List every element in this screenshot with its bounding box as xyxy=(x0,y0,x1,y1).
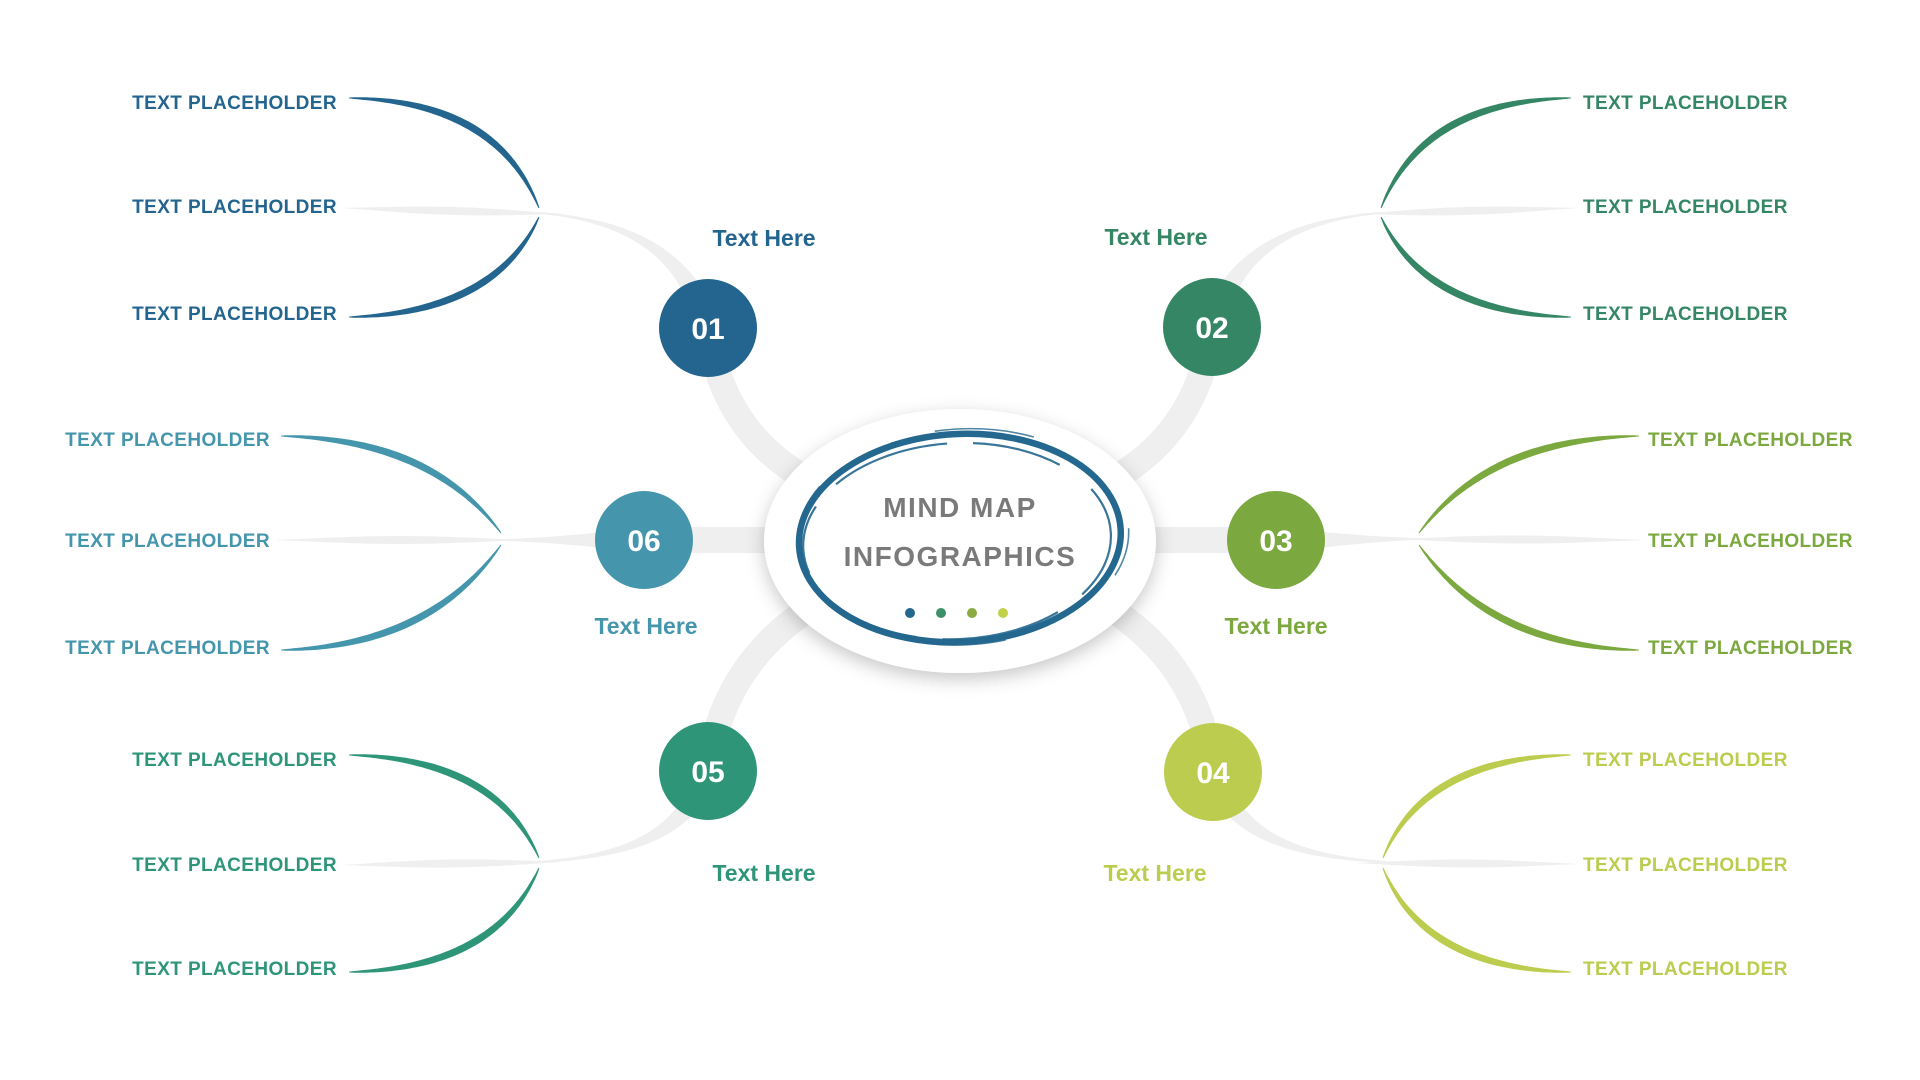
node-number-02: 02 xyxy=(1195,312,1228,345)
center-dots xyxy=(905,608,1008,618)
center-dot-2 xyxy=(936,608,946,618)
middle-branch-01 xyxy=(345,206,562,216)
node-label-05: Text Here xyxy=(712,860,815,886)
node-number-06: 06 xyxy=(627,525,660,558)
node-number-04: 04 xyxy=(1196,757,1230,790)
branch-06-top xyxy=(281,435,502,534)
branch-01-top xyxy=(349,97,540,209)
branch-04-top xyxy=(1382,754,1571,859)
node-circle-05 xyxy=(659,722,757,820)
placeholder-03-3: TEXT PLACEHOLDER xyxy=(1648,638,1853,659)
placeholder-06-3: TEXT PLACEHOLDER xyxy=(65,638,270,659)
branch-03-bottom xyxy=(1418,544,1639,651)
placeholder-04-1: TEXT PLACEHOLDER xyxy=(1583,750,1788,771)
placeholder-02-1: TEXT PLACEHOLDER xyxy=(1583,93,1788,114)
node-number-05: 05 xyxy=(691,756,724,789)
node-number-01: 01 xyxy=(691,313,724,346)
center-title-line2: INFOGRAPHICS xyxy=(844,541,1077,572)
node-label-02: Text Here xyxy=(1104,224,1207,250)
placeholder-03-1: TEXT PLACEHOLDER xyxy=(1648,430,1853,451)
branch-layer xyxy=(281,97,1639,973)
branch-06-bottom xyxy=(281,544,502,651)
placeholder-05-1: TEXT PLACEHOLDER xyxy=(132,750,337,771)
middle-branch-04 xyxy=(1358,859,1575,868)
branch-05-top xyxy=(349,754,540,859)
center-dot-3 xyxy=(967,608,977,618)
node-circle-06 xyxy=(595,491,693,589)
center-dot-1 xyxy=(905,608,915,618)
node-label-06: Text Here xyxy=(594,613,697,639)
placeholder-03-2: TEXT PLACEHOLDER xyxy=(1648,531,1853,552)
center-ellipse xyxy=(764,409,1156,673)
branch-02-bottom xyxy=(1380,216,1571,318)
nodes-layer: 01 02 03 04 05 06 xyxy=(595,278,1325,821)
node-circle-03 xyxy=(1227,491,1325,589)
placeholder-02-3: TEXT PLACEHOLDER xyxy=(1583,304,1788,325)
placeholder-04-2: TEXT PLACEHOLDER xyxy=(1583,855,1788,876)
node-label-01: Text Here xyxy=(712,225,815,251)
placeholder-01-3: TEXT PLACEHOLDER xyxy=(132,304,337,325)
middle-branch-05 xyxy=(345,859,560,868)
middle-branch-02 xyxy=(1358,206,1575,216)
placeholder-06-1: TEXT PLACEHOLDER xyxy=(65,430,270,451)
placeholder-01-1: TEXT PLACEHOLDER xyxy=(132,93,337,114)
node-circle-04 xyxy=(1164,723,1262,821)
center-topic: MIND MAP INFOGRAPHICS xyxy=(764,409,1156,673)
node-label-04: Text Here xyxy=(1103,860,1206,886)
center-dot-4 xyxy=(998,608,1008,618)
node-circle-02 xyxy=(1163,278,1261,376)
middle-branch-06 xyxy=(278,536,522,544)
node-number-03: 03 xyxy=(1259,525,1292,558)
placeholder-02-2: TEXT PLACEHOLDER xyxy=(1583,197,1788,218)
placeholder-04-3: TEXT PLACEHOLDER xyxy=(1583,959,1788,980)
branch-02-top xyxy=(1380,97,1571,209)
center-title-line1: MIND MAP xyxy=(883,492,1037,523)
placeholder-05-2: TEXT PLACEHOLDER xyxy=(132,855,337,876)
branch-03-top xyxy=(1418,435,1639,534)
branch-04-bottom xyxy=(1382,867,1571,973)
placeholder-01-2: TEXT PLACEHOLDER xyxy=(132,197,337,218)
middle-branch-03 xyxy=(1398,535,1640,544)
brush-ring-icon xyxy=(795,427,1130,646)
node-circle-01 xyxy=(659,279,757,377)
placeholder-05-3: TEXT PLACEHOLDER xyxy=(132,959,337,980)
placeholder-06-2: TEXT PLACEHOLDER xyxy=(65,531,270,552)
node-label-03: Text Here xyxy=(1224,613,1327,639)
branch-05-bottom xyxy=(349,867,540,973)
branch-01-bottom xyxy=(349,216,540,318)
